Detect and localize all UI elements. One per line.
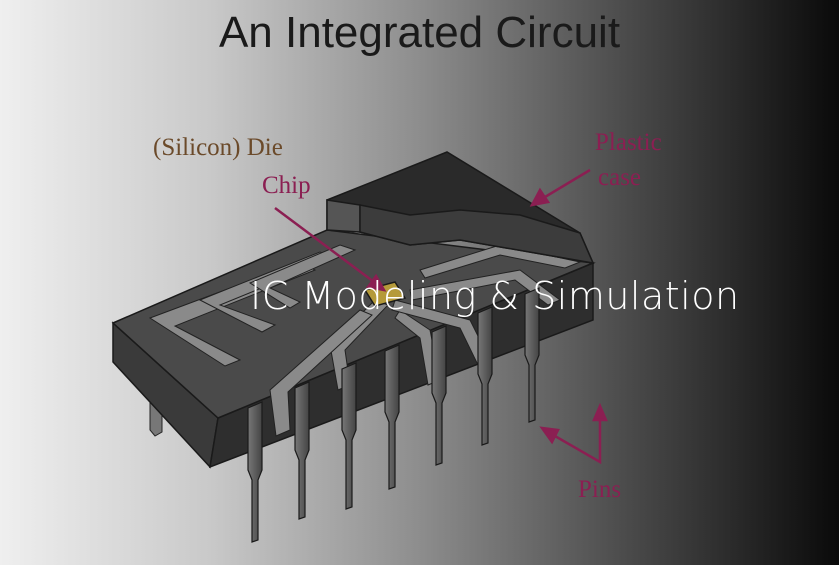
label-pins: Pins [578, 476, 621, 503]
label-plastic: Plastic [595, 129, 662, 156]
annotation-arrows [274, 168, 608, 465]
label-chip: Chip [262, 172, 311, 199]
plastic-case-side [326, 199, 361, 233]
slide-title: An Integrated Circuit [218, 8, 621, 57]
front-pins [247, 287, 540, 543]
label-case: case [598, 164, 641, 191]
label-silicon-die: (Silicon) Die [153, 134, 283, 161]
overlay-title: IC Modeling & Simulation [250, 274, 740, 318]
plastic-case-cut [359, 204, 595, 264]
